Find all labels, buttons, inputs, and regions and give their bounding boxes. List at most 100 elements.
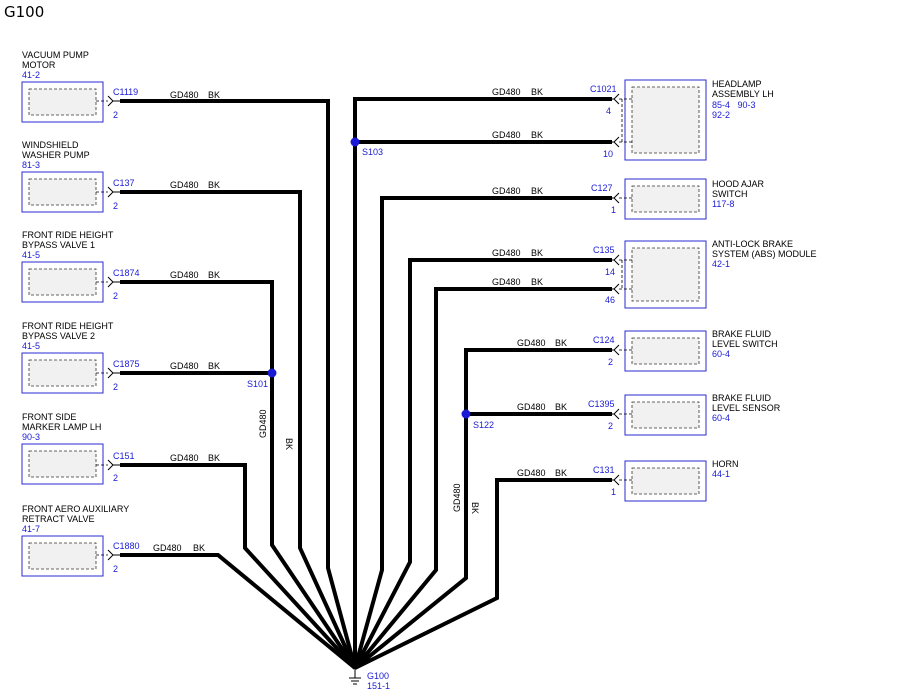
wire-c124[interactable] xyxy=(464,348,612,414)
connector-label: C135 xyxy=(593,245,615,255)
wire-color-label: BK xyxy=(531,186,543,196)
component-name-line: LEVEL SENSOR xyxy=(712,403,781,413)
component-hood-ajar-switch[interactable]: C127 1 HOOD AJAR SWITCH 117-8 xyxy=(591,178,765,220)
component-inner xyxy=(631,185,700,213)
connector-label: C124 xyxy=(593,335,615,345)
wire-code-label: GD480 xyxy=(517,338,546,348)
component-ref: 90-3 xyxy=(22,432,40,442)
component-name-line: BRAKE FLUID xyxy=(712,393,772,403)
connector-lead xyxy=(619,259,632,290)
wire-code-label: GD480 xyxy=(492,186,521,196)
pin-label: 2 xyxy=(113,564,118,574)
component-ref: 41-7 xyxy=(22,524,40,534)
component-inner xyxy=(28,268,97,296)
component-name-line: ANTI-LOCK BRAKE xyxy=(712,239,793,249)
component-name-line: ASSEMBLY LH xyxy=(712,89,774,99)
wire-code-label: GD480 xyxy=(170,90,199,100)
component-name-line: LEVEL SWITCH xyxy=(712,339,778,349)
connector-label: C1021 xyxy=(590,84,617,94)
component-ref: 42-1 xyxy=(712,259,730,269)
component-inner xyxy=(631,467,700,495)
wire-code-label: GD480 xyxy=(170,270,199,280)
connector-arrow-icon xyxy=(107,186,120,198)
connector-arrow-icon xyxy=(612,93,620,105)
splice-s122-dot[interactable] xyxy=(461,409,471,419)
component-name-line: BRAKE FLUID xyxy=(712,329,772,339)
component-inner xyxy=(631,401,700,429)
component-name-line: WASHER PUMP xyxy=(22,150,90,160)
wire-c1874[interactable] xyxy=(120,280,274,373)
pin-label: 46 xyxy=(605,295,615,305)
page-title: G100 xyxy=(4,3,44,21)
wire-c135-pin14[interactable] xyxy=(353,258,612,669)
connector-label: C127 xyxy=(591,183,613,193)
wire-c135-pin46[interactable] xyxy=(353,287,612,670)
wire-color-label: BK xyxy=(208,270,220,280)
connector-arrow-icon xyxy=(612,136,620,148)
ground-g100[interactable]: G100 151-1 xyxy=(349,668,390,691)
wire-color-label: BK xyxy=(470,502,480,514)
wire-c1880[interactable] xyxy=(120,553,357,670)
connector-arrow-icon xyxy=(107,95,120,107)
component-ref: 41-5 xyxy=(22,250,40,260)
wire-color-label: BK xyxy=(208,180,220,190)
wire-s122-to-ground[interactable] xyxy=(353,414,468,670)
component-ref: 41-5 xyxy=(22,341,40,351)
connector-label: C1880 xyxy=(113,541,140,551)
wire-c151[interactable] xyxy=(120,463,357,670)
splice-s122-label: S122 xyxy=(473,420,494,430)
pin-label: 1 xyxy=(611,487,616,497)
connector-label: C1875 xyxy=(113,359,140,369)
connector-arrow-icon xyxy=(612,344,620,356)
component-name-line: SWITCH xyxy=(712,189,748,199)
wire-c127[interactable] xyxy=(353,196,612,669)
component-inner xyxy=(28,359,97,387)
component-windshield-washer-pump[interactable]: WINDSHIELD WASHER PUMP 81-3 C137 2 xyxy=(21,140,135,213)
component-name-line: FRONT RIDE HEIGHT xyxy=(22,321,114,331)
pin-label: 2 xyxy=(113,201,118,211)
component-ref: 85-4 90-3 xyxy=(712,100,756,110)
wire-c1021-pin4[interactable] xyxy=(353,97,612,142)
wire-code-label: GD480 xyxy=(492,87,521,97)
component-inner xyxy=(28,542,97,570)
component-vacuum-pump-motor[interactable]: VACUUM PUMP MOTOR 41-2 C1119 2 xyxy=(21,50,138,123)
connector-arrow-icon xyxy=(107,549,120,561)
wire-code-label: GD480 xyxy=(452,483,462,512)
connector-label: C1119 xyxy=(113,87,138,97)
wire-c131[interactable] xyxy=(354,478,612,670)
wire-color-label: BK xyxy=(555,338,567,348)
component-name-line: FRONT RIDE HEIGHT xyxy=(22,230,114,240)
wire-c137[interactable] xyxy=(120,190,357,669)
splice-s101-dot[interactable] xyxy=(267,368,277,378)
wire-color-label: BK xyxy=(284,438,294,450)
component-headlamp-assembly-lh[interactable]: C1021 4 10 HEADLAMP ASSEMBLY LH 85-4 90-… xyxy=(590,79,774,161)
wire-s101-to-ground[interactable] xyxy=(270,373,357,670)
component-front-ride-height-bypass-valve-2[interactable]: FRONT RIDE HEIGHT BYPASS VALVE 2 41-5 C1… xyxy=(21,321,140,394)
component-name-line: MOTOR xyxy=(22,60,56,70)
component-abs-module[interactable]: C135 14 46 ANTI-LOCK BRAKE SYSTEM (ABS) … xyxy=(593,239,817,309)
component-brake-fluid-level-sensor[interactable]: C1395 2 BRAKE FLUID LEVEL SENSOR 60-4 xyxy=(588,393,781,436)
connector-label: C1874 xyxy=(113,268,140,278)
component-name-line: BYPASS VALVE 1 xyxy=(22,240,95,250)
wire-code-label: GD480 xyxy=(170,361,199,371)
component-front-aero-auxiliary-retract-valve[interactable]: FRONT AERO AUXILIARY RETRACT VALVE 41-7 … xyxy=(21,504,140,577)
component-name-line: VACUUM PUMP xyxy=(22,50,89,60)
connector-label: C137 xyxy=(113,178,135,188)
wire-labels: GD480 BK GD480 BK GD480 BK GD480 BK GD48… xyxy=(153,87,567,553)
wire-code-label: GD480 xyxy=(170,180,199,190)
component-front-side-marker-lamp-lh[interactable]: FRONT SIDE MARKER LAMP LH 90-3 C151 2 xyxy=(21,412,135,485)
wire-code-label: GD480 xyxy=(153,543,182,553)
wire-c1119[interactable] xyxy=(120,99,357,669)
component-name-line: SYSTEM (ABS) MODULE xyxy=(712,249,817,259)
component-front-ride-height-bypass-valve-1[interactable]: FRONT RIDE HEIGHT BYPASS VALVE 1 41-5 C1… xyxy=(21,230,140,303)
component-name-line: WINDSHIELD xyxy=(22,140,79,150)
component-horn[interactable]: C131 1 HORN 44-1 xyxy=(593,459,739,502)
wire-code-label: GD480 xyxy=(492,277,521,287)
component-ref: 117-8 xyxy=(712,199,734,209)
component-brake-fluid-level-switch[interactable]: C124 2 BRAKE FLUID LEVEL SWITCH 60-4 xyxy=(593,329,778,372)
pin-label: 14 xyxy=(605,267,615,277)
splice-s103-dot[interactable] xyxy=(350,137,360,147)
splice-s103-label: S103 xyxy=(362,147,383,157)
wire-color-label: BK xyxy=(531,277,543,287)
